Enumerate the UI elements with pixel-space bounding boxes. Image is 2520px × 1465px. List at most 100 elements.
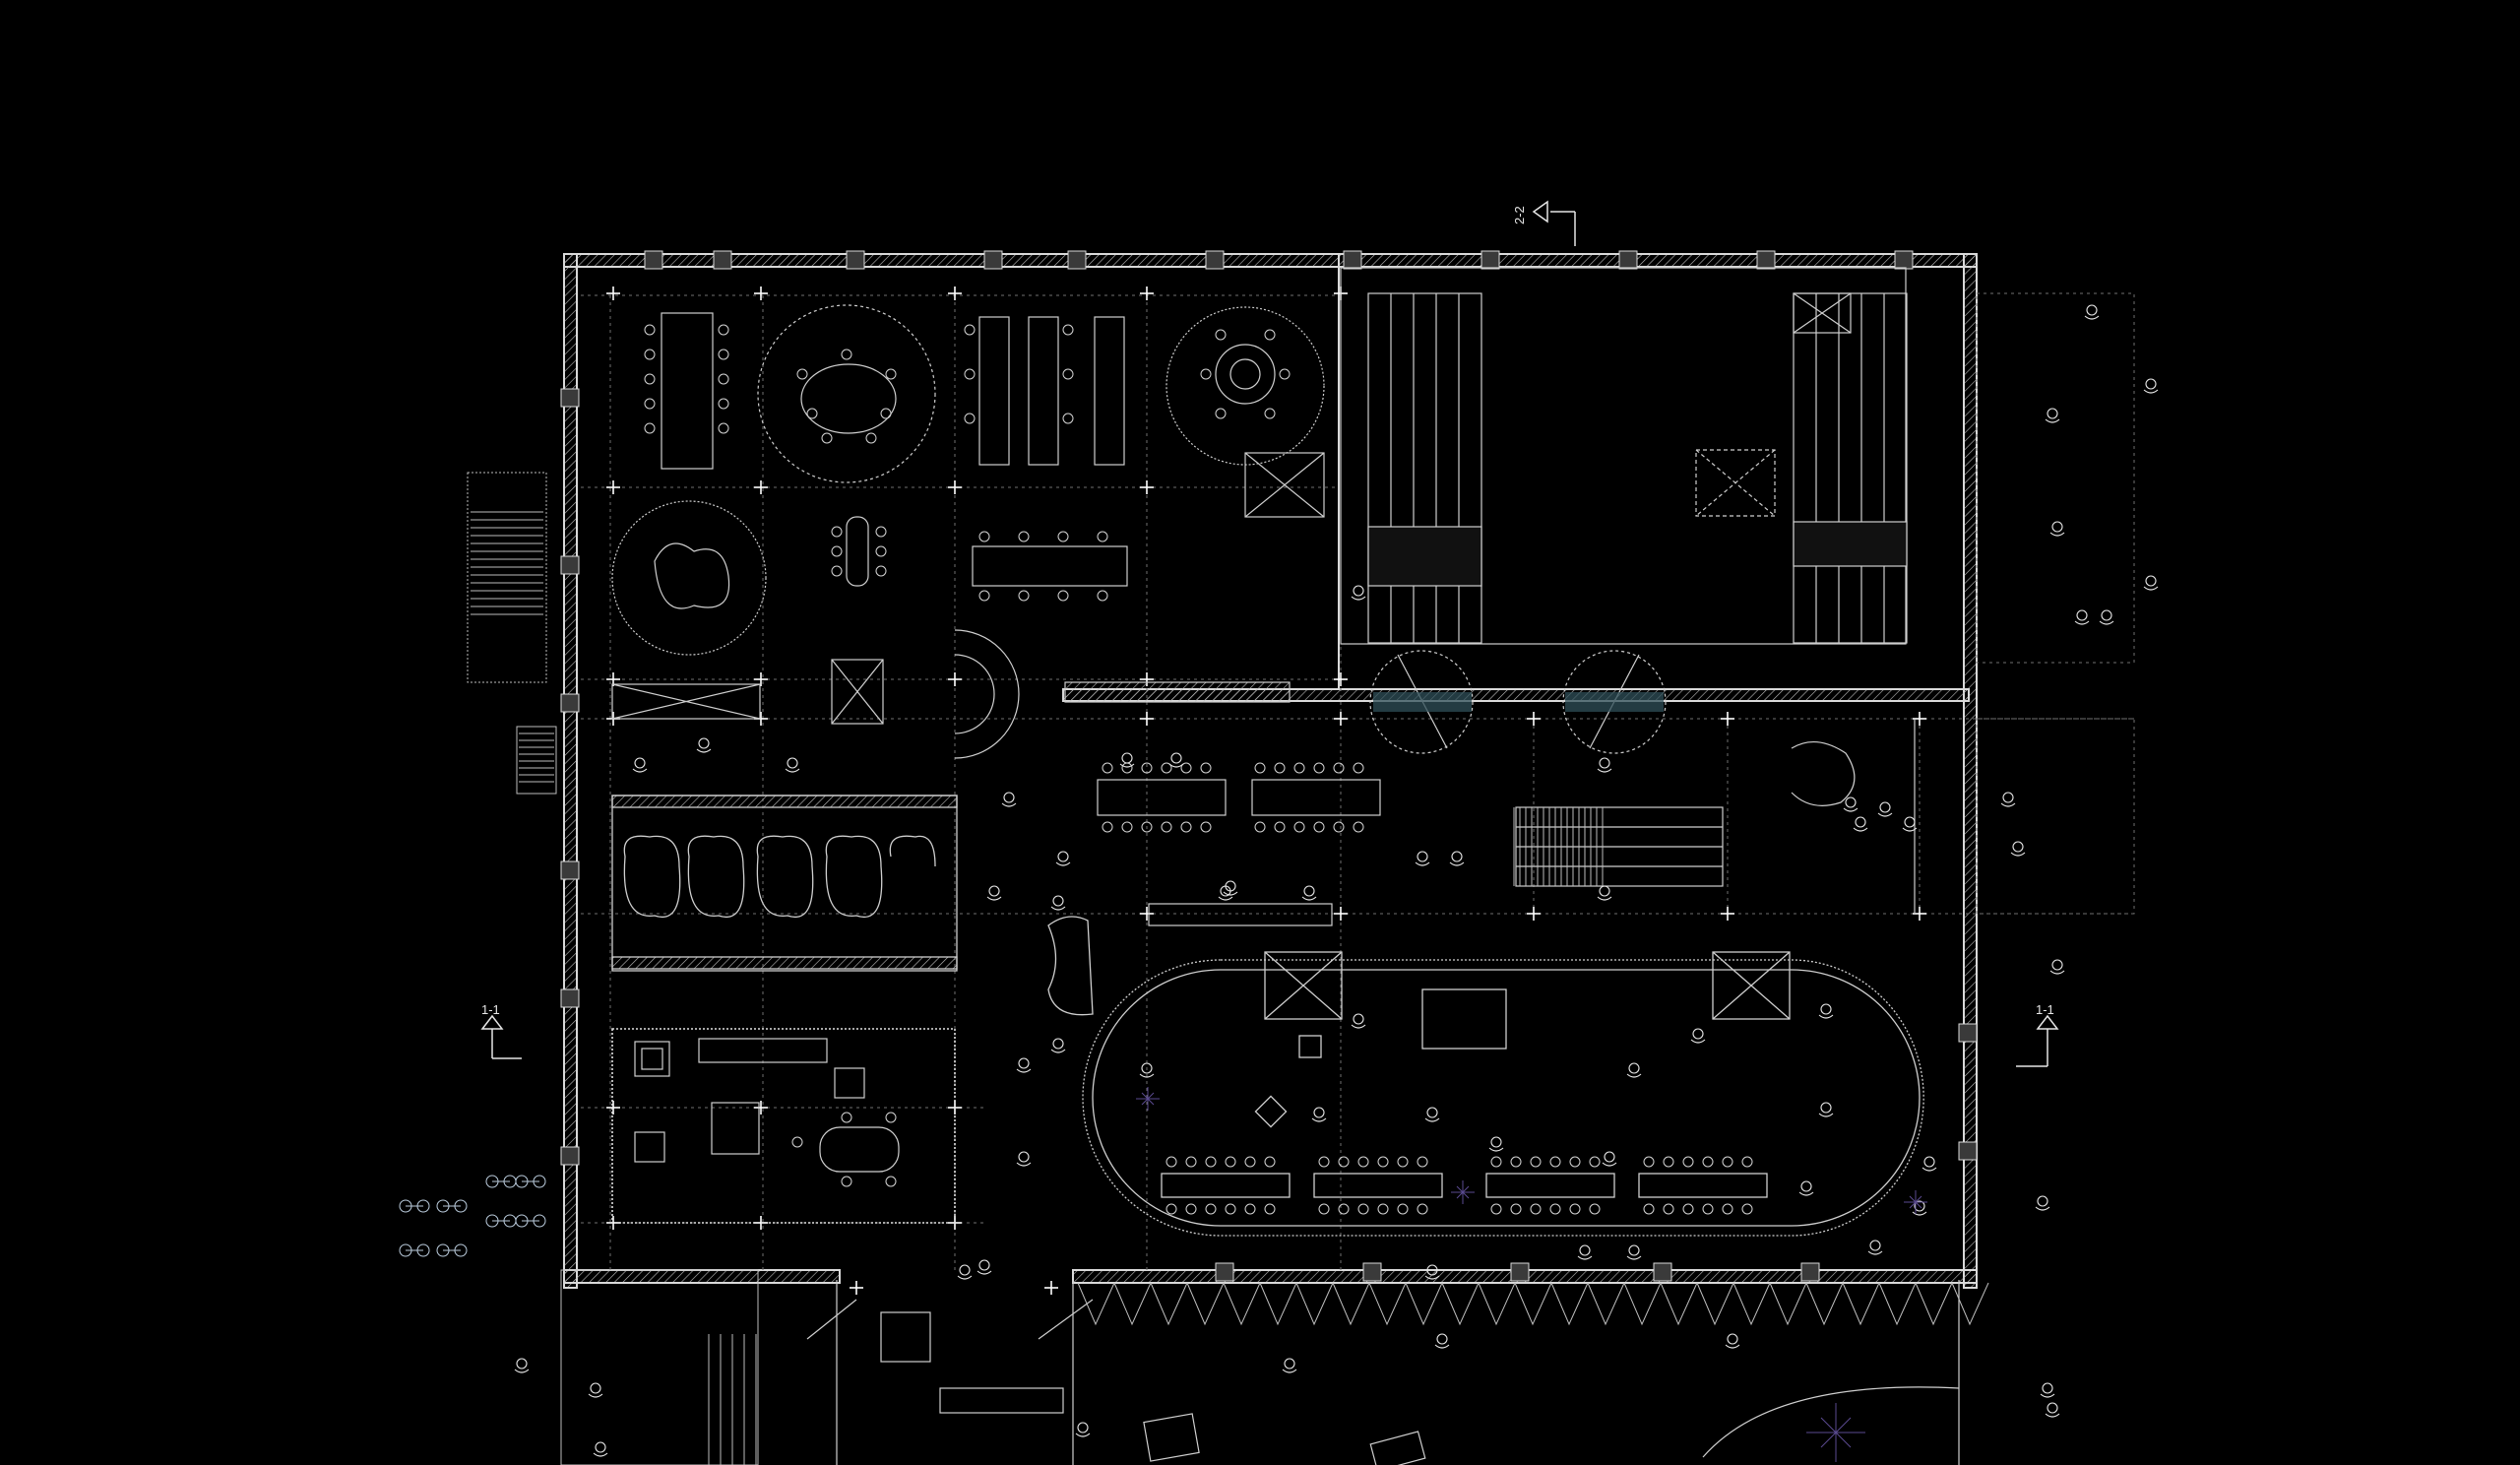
chair — [1338, 1203, 1350, 1215]
person-body — [1434, 1344, 1450, 1349]
chair — [1357, 1203, 1369, 1215]
chair — [1205, 1156, 1217, 1168]
chair — [1741, 1203, 1753, 1215]
chair — [1264, 408, 1276, 419]
pod-room — [611, 795, 958, 972]
person-head — [1727, 1333, 1738, 1345]
chair — [885, 1112, 897, 1123]
chair — [1180, 821, 1192, 833]
person-head — [1417, 851, 1428, 862]
chair — [1643, 1156, 1655, 1168]
grid-crosses — [606, 287, 1926, 1295]
person-head — [2037, 1195, 2048, 1207]
person-head — [1855, 816, 1866, 828]
chair — [1274, 762, 1286, 774]
person-body — [1282, 1369, 1297, 1373]
person-body — [1168, 763, 1184, 768]
chair — [1357, 1156, 1369, 1168]
person-head — [1628, 1062, 1640, 1074]
person-body — [1351, 1024, 1366, 1029]
person-head — [1018, 1151, 1030, 1163]
person-body — [1016, 1068, 1032, 1073]
person-body — [986, 896, 1002, 901]
chair — [1205, 1203, 1217, 1215]
meeting-zones — [611, 304, 1325, 759]
structural-grid — [581, 292, 2136, 1270]
chair — [1279, 368, 1291, 380]
chair — [644, 324, 656, 336]
chair — [1318, 1156, 1330, 1168]
chair — [1180, 762, 1192, 774]
person-head — [2012, 841, 2024, 853]
person-body — [1725, 1344, 1740, 1349]
person-head — [1914, 1200, 1925, 1212]
chair — [831, 545, 843, 557]
chair — [964, 324, 976, 336]
chair — [718, 398, 729, 410]
person-body — [1301, 896, 1317, 901]
chair — [1589, 1203, 1601, 1215]
chair — [1549, 1156, 1561, 1168]
section-label-1-1-right: 1-1 — [2036, 1002, 2054, 1017]
person-head — [1800, 1180, 1812, 1192]
person-body — [1912, 1211, 1927, 1216]
person-head — [2047, 1402, 2058, 1414]
chairs — [644, 324, 1753, 1215]
chair — [875, 545, 887, 557]
chair — [1741, 1156, 1753, 1168]
person-body — [1424, 1275, 1440, 1280]
person-head — [1003, 792, 1015, 803]
chair — [1200, 762, 1212, 774]
person-head — [1923, 1156, 1935, 1168]
person-head — [1077, 1422, 1089, 1433]
chair — [821, 432, 833, 444]
entrance-terrace — [806, 1280, 1960, 1465]
person-body — [1818, 1113, 1834, 1117]
person-head — [1313, 1107, 1325, 1118]
person-head — [2051, 521, 2063, 533]
chair — [1244, 1203, 1256, 1215]
chair — [1490, 1156, 1502, 1168]
person-body — [1139, 1073, 1155, 1078]
chair — [1225, 1203, 1236, 1215]
person-body — [1626, 1255, 1642, 1260]
chair — [964, 413, 976, 424]
chair — [644, 422, 656, 434]
person-head — [1451, 851, 1463, 862]
person-head — [1121, 752, 1133, 764]
chair — [1121, 762, 1133, 774]
person-body — [1818, 1014, 1834, 1019]
person-head — [1820, 1003, 1832, 1015]
person-head — [1604, 1151, 1615, 1163]
bicycle-parking — [399, 1175, 546, 1257]
person-body — [2045, 1413, 2060, 1418]
chair — [1102, 821, 1113, 833]
person-head — [1284, 1358, 1295, 1369]
person-body — [1843, 807, 1858, 812]
kitchen-furniture — [634, 1038, 900, 1173]
person-head — [1052, 895, 1064, 907]
person-body — [976, 1270, 992, 1275]
person-body — [2045, 418, 2060, 423]
person-body — [696, 748, 712, 753]
chair — [841, 1112, 852, 1123]
chair — [1166, 1203, 1177, 1215]
chair — [1643, 1203, 1655, 1215]
chair — [831, 565, 843, 577]
person-body — [1075, 1433, 1091, 1437]
chair — [1215, 408, 1227, 419]
chair — [1353, 762, 1364, 774]
chair — [1166, 1156, 1177, 1168]
person-body — [1922, 1167, 1937, 1172]
person-body — [1902, 827, 1918, 832]
person-head — [1426, 1264, 1438, 1276]
person-body — [785, 768, 800, 773]
person-head — [959, 1264, 971, 1276]
person-head — [2076, 609, 2088, 621]
chair — [1141, 762, 1153, 774]
chair — [1097, 590, 1108, 602]
chair — [1353, 821, 1364, 833]
person-head — [2002, 792, 2014, 803]
chair — [1185, 1203, 1197, 1215]
